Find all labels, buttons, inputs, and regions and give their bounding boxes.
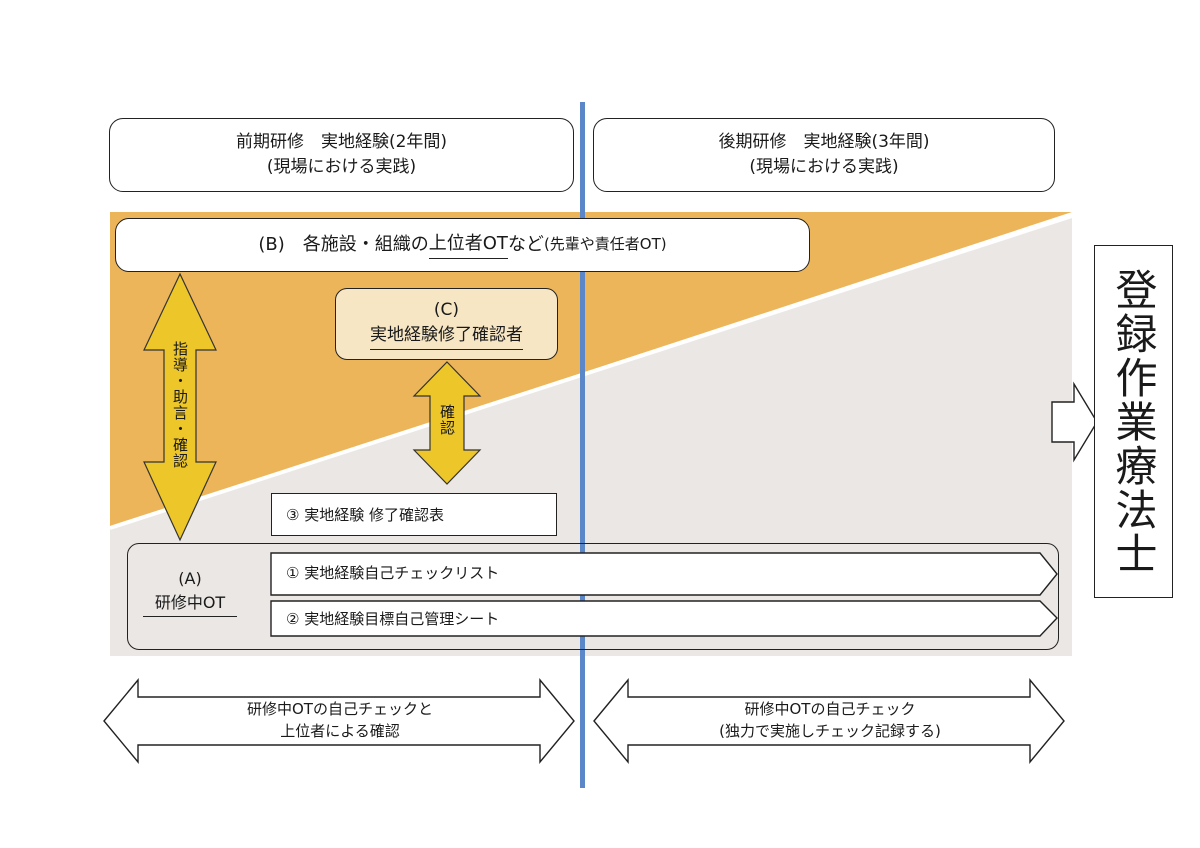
trainee-box [127,543,1059,650]
early-phase-box: 前期研修 実地経験(2年間) (現場における実践) [109,118,574,192]
bottom-right-label: 研修中OTの自己チェック (独力で実施しチェック記録する) [670,697,990,745]
bottom-left-line2: 上位者による確認 [280,722,400,740]
bottom-right-line1: 研修中OTの自己チェック [744,700,916,719]
late-phase-subtitle: (現場における実践) [749,157,899,177]
confirmer-label: (C) [433,300,460,321]
bottom-left-double-arrow [103,678,575,764]
result-box: 登録作業療法士 [1094,245,1173,598]
goal-sheet-arrow-shape [270,600,1058,637]
result-title: 登録作業療法士 [1109,267,1158,576]
guidance-arrow-label: 指導・助言・確認 [171,341,189,469]
completion-form-label: ③ 実地経験 修了確認表 [286,506,444,524]
supervisor-prefix: (B) 各施設・組織の [258,233,429,255]
checklist-arrow-shape [270,552,1058,596]
late-phase-box: 後期研修 実地経験(3年間) (現場における実践) [593,118,1055,192]
checklist-label: ① 実地経験自己チェックリスト [286,564,500,582]
confirm-double-arrow [412,361,482,485]
early-phase-title: 前期研修 実地経験(2年間) [235,132,448,153]
goal-sheet-label: ② 実地経験目標自己管理シート [286,610,500,628]
bottom-left-line1: 研修中OTの自己チェックと [247,700,433,719]
trainee-tag: (A) [178,569,202,589]
self-check-region [110,216,1072,656]
confirmer-title: 実地経験修了確認者 [370,323,523,350]
bottom-right-double-arrow [593,678,1065,764]
confirm-arrow-label: 確認 [438,404,456,436]
completion-form-box: ③ 実地経験 修了確認表 [271,493,557,536]
supervisor-note: (先輩や責任者OT) [543,235,667,254]
outcome-arrow [1051,381,1098,463]
diagonal-separator [109,214,1073,530]
guidance-double-arrow [143,272,217,542]
late-phase-title: 後期研修 実地経験(3年間) [718,132,930,153]
confirmer-box: (C) 実地経験修了確認者 [335,288,558,360]
trainee-label: (A) 研修中OT [130,558,250,626]
phase-divider [580,102,585,788]
supervisor-suffix: など [507,233,544,255]
bottom-left-label: 研修中OTの自己チェックと 上位者による確認 [180,697,500,745]
supervisor-box: (B) 各施設・組織の 上位者OT など (先輩や責任者OT) [115,218,810,272]
supervisor-underlined: 上位者OT [428,231,508,260]
bottom-right-line2: (独力で実施しチェック記録する) [719,722,941,740]
trainee-title: 研修中OT [142,591,238,617]
early-phase-subtitle: (現場における実践) [266,157,417,177]
